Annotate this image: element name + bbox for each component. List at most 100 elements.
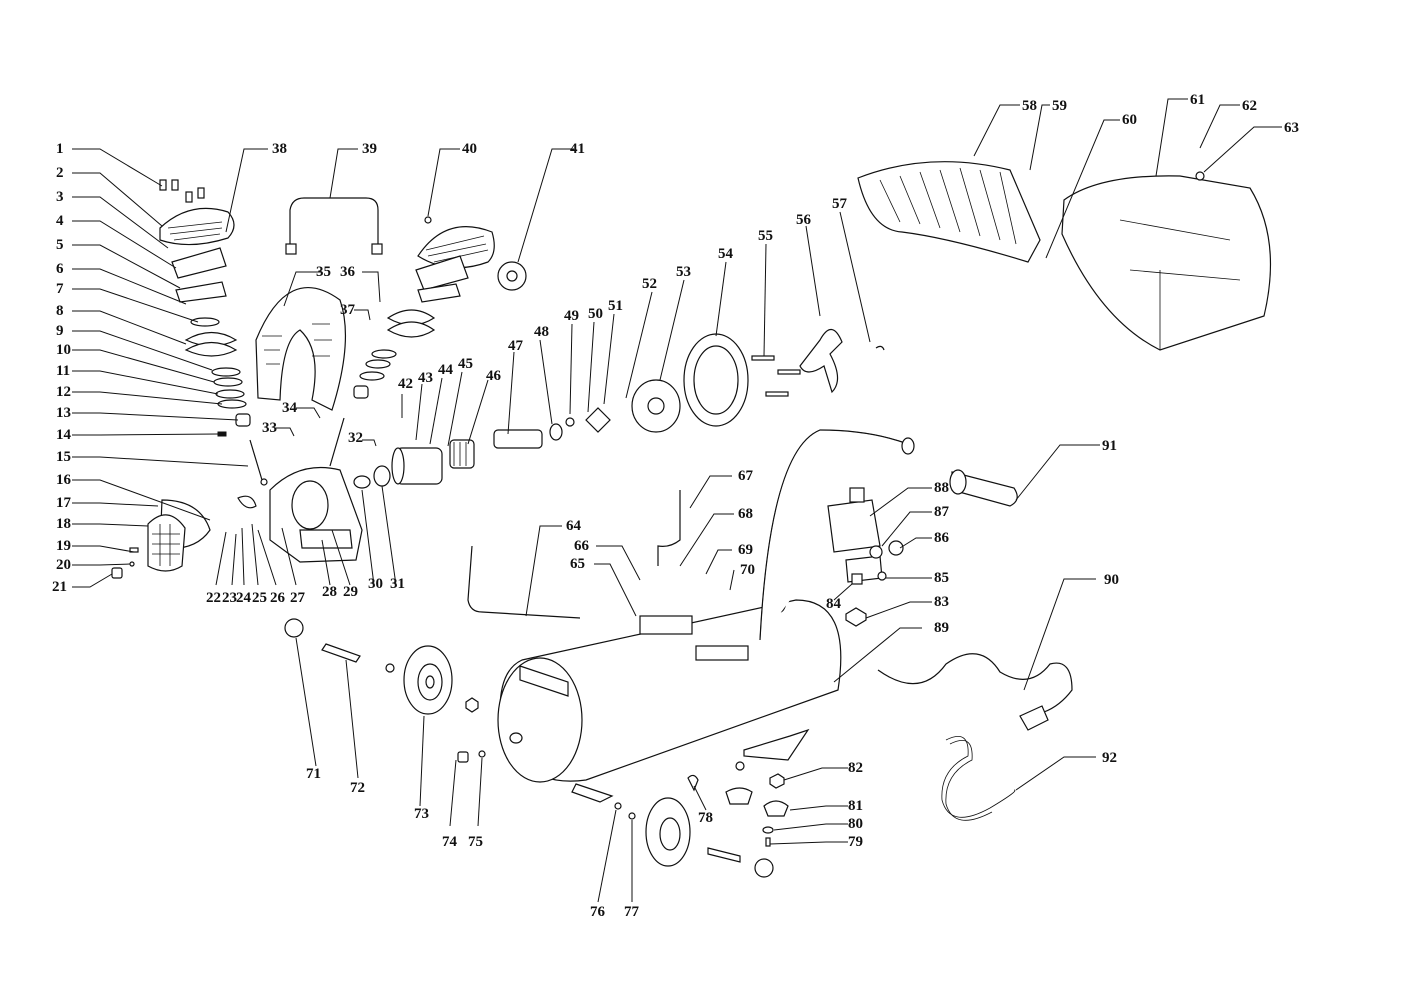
- part-callout-64: 64: [566, 518, 582, 534]
- part-callout-18: 18: [56, 516, 71, 532]
- part-callout-20: 20: [56, 557, 71, 573]
- part-callout-30: 30: [368, 576, 383, 592]
- part-callout-91: 91: [1102, 438, 1117, 454]
- part-drawings: [111, 161, 1272, 878]
- part-callout-5: 5: [56, 237, 64, 253]
- part-callout-60: 60: [1122, 112, 1137, 128]
- part-callout-2: 2: [56, 165, 64, 181]
- part-callout-78: 78: [698, 810, 713, 826]
- part-callout-87: 87: [934, 504, 950, 520]
- part-callout-7: 7: [56, 281, 64, 297]
- part-callout-12: 12: [56, 384, 71, 400]
- part-callout-77: 77: [624, 904, 640, 920]
- part-callout-92: 92: [1102, 750, 1117, 766]
- part-callout-90: 90: [1104, 572, 1119, 588]
- part-callout-65: 65: [570, 556, 585, 572]
- part-callout-33: 33: [262, 420, 277, 436]
- part-callout-84: 84: [826, 596, 842, 612]
- part-callout-61: 61: [1190, 92, 1205, 108]
- part-callout-19: 19: [56, 538, 71, 554]
- part-callout-6: 6: [56, 261, 64, 277]
- part-callout-8: 8: [56, 303, 64, 319]
- part-callout-29: 29: [343, 584, 358, 600]
- part-callout-31: 31: [390, 576, 405, 592]
- part-callout-85: 85: [934, 570, 949, 586]
- part-callout-68: 68: [738, 506, 753, 522]
- part-callout-70: 70: [740, 562, 755, 578]
- leader-lines: [72, 98, 1282, 903]
- part-callout-62: 62: [1242, 98, 1257, 114]
- part-callout-45: 45: [458, 356, 473, 372]
- part-callout-57: 57: [832, 196, 848, 212]
- part-callout-16: 16: [56, 472, 72, 488]
- part-callout-23: 23: [222, 590, 237, 606]
- part-callout-79: 79: [848, 834, 863, 850]
- part-callout-15: 15: [56, 449, 71, 465]
- part-callout-88: 88: [934, 480, 949, 496]
- part-callout-80: 80: [848, 816, 863, 832]
- part-callout-9: 9: [56, 323, 64, 339]
- wheels-and-feet-drawing: [284, 618, 789, 878]
- part-callout-44: 44: [438, 362, 454, 378]
- part-callout-28: 28: [322, 584, 337, 600]
- part-callout-76: 76: [590, 904, 606, 920]
- part-callout-11: 11: [56, 363, 70, 379]
- part-callout-46: 46: [486, 368, 502, 384]
- cable-drawing: [877, 653, 1073, 821]
- part-callout-86: 86: [934, 530, 950, 546]
- right-cylinder-head-drawing: [329, 216, 527, 467]
- part-callout-51: 51: [608, 298, 623, 314]
- part-callout-73: 73: [414, 806, 429, 822]
- part-callout-40: 40: [462, 141, 477, 157]
- part-callout-82: 82: [848, 760, 863, 776]
- crankcase-drawing: [237, 465, 391, 563]
- part-callout-89: 89: [934, 620, 949, 636]
- part-callout-81: 81: [848, 798, 863, 814]
- part-callout-38: 38: [272, 141, 287, 157]
- part-callout-25: 25: [252, 590, 267, 606]
- pressure-switch-drawing: [827, 469, 1018, 627]
- motor-assembly-drawing: [391, 328, 885, 485]
- part-callout-63: 63: [1284, 120, 1299, 136]
- part-callout-1: 1: [56, 141, 64, 157]
- part-callout-43: 43: [418, 370, 433, 386]
- part-callout-50: 50: [588, 306, 603, 322]
- part-callout-35: 35: [316, 264, 331, 280]
- part-callout-4: 4: [56, 213, 64, 229]
- part-callout-3: 3: [56, 189, 64, 205]
- part-callout-14: 14: [56, 427, 72, 443]
- part-callout-71: 71: [306, 766, 321, 782]
- part-callout-41: 41: [570, 141, 585, 157]
- part-callout-53: 53: [676, 264, 691, 280]
- part-callout-52: 52: [642, 276, 657, 292]
- part-callout-10: 10: [56, 342, 71, 358]
- part-callout-69: 69: [738, 542, 753, 558]
- part-callout-32: 32: [348, 430, 363, 446]
- part-callout-55: 55: [758, 228, 773, 244]
- part-callout-66: 66: [574, 538, 590, 554]
- part-callout-75: 75: [468, 834, 483, 850]
- part-callout-26: 26: [270, 590, 286, 606]
- part-callout-72: 72: [350, 780, 365, 796]
- part-callout-13: 13: [56, 405, 71, 421]
- part-callout-42: 42: [398, 376, 413, 392]
- part-callout-37: 37: [340, 302, 356, 318]
- part-callout-21: 21: [52, 579, 67, 595]
- part-callout-39: 39: [362, 141, 377, 157]
- part-callout-59: 59: [1052, 98, 1067, 114]
- part-callout-58: 58: [1022, 98, 1037, 114]
- part-callout-24: 24: [236, 590, 252, 606]
- part-callout-47: 47: [508, 338, 524, 354]
- fan-shroud-drawing: [857, 161, 1272, 351]
- frame-and-handle-drawing: [255, 197, 383, 411]
- part-callout-56: 56: [796, 212, 812, 228]
- part-callout-83: 83: [934, 594, 949, 610]
- air-filter-left-drawing: [111, 499, 211, 579]
- part-callout-54: 54: [718, 246, 734, 262]
- part-callout-22: 22: [206, 590, 221, 606]
- part-callout-34: 34: [282, 400, 298, 416]
- part-callout-48: 48: [534, 324, 549, 340]
- part-callout-36: 36: [340, 264, 356, 280]
